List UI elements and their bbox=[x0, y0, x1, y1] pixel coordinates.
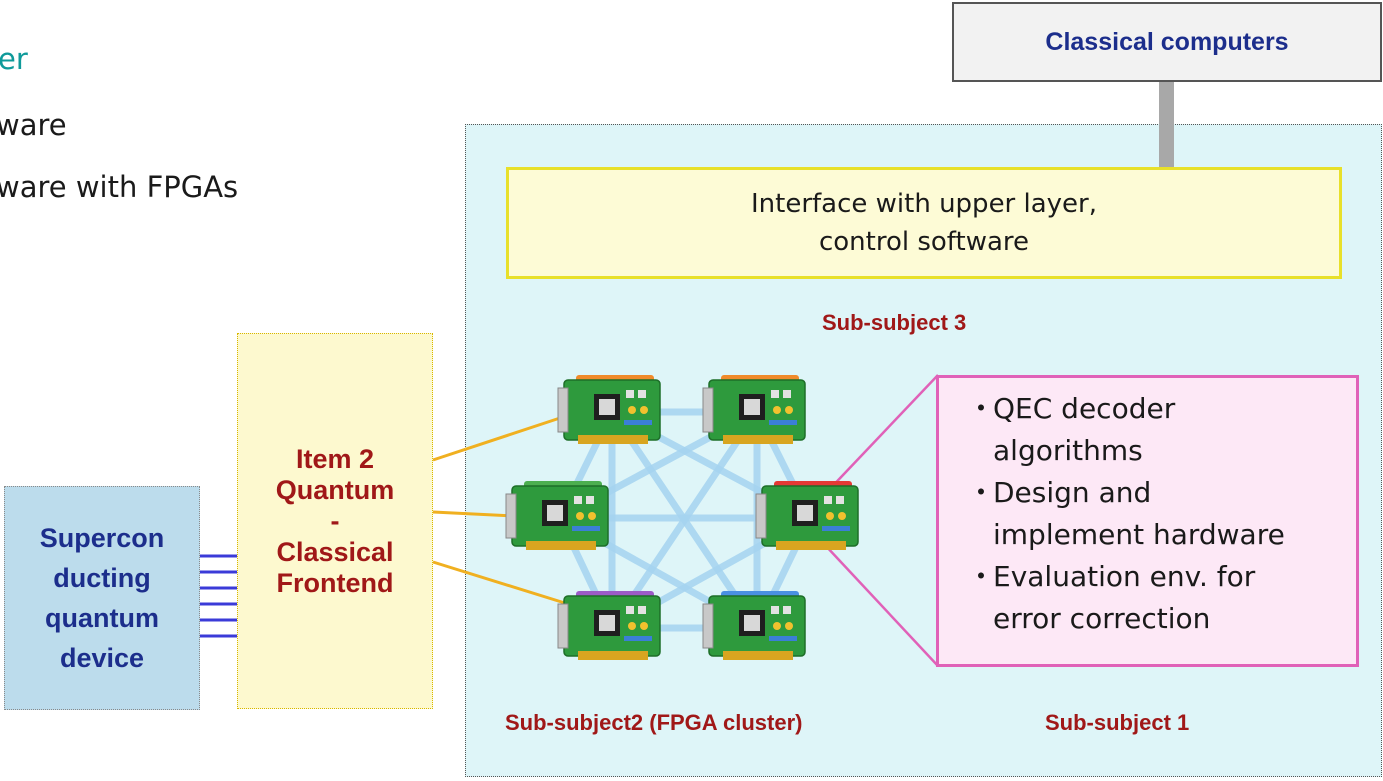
fpga-chip-die bbox=[744, 399, 760, 415]
fpga-chip-die bbox=[599, 399, 615, 415]
device-line: Supercon bbox=[39, 523, 165, 553]
fpga-component bbox=[574, 496, 582, 504]
fpga-connector bbox=[624, 420, 652, 425]
bullet-marker: ・ bbox=[967, 392, 996, 425]
fpga-capacitor bbox=[773, 622, 781, 630]
fpga-component bbox=[586, 496, 594, 504]
frontend-fpga-link bbox=[432, 510, 516, 518]
frontend-line: Classical bbox=[276, 536, 394, 567]
interface-line-2: control software bbox=[818, 227, 1030, 257]
fpga-capacitor bbox=[576, 512, 584, 520]
bullet-line: implement hardware bbox=[993, 518, 1285, 551]
fpga-component bbox=[626, 390, 634, 398]
quantum-classical-frontend-box: Item 2 Quantum - Classical Frontend bbox=[237, 333, 433, 709]
fpga-capacitor bbox=[628, 622, 636, 630]
fpga-connector bbox=[624, 636, 652, 641]
fpga-component bbox=[771, 390, 779, 398]
fpga-connector bbox=[572, 526, 600, 531]
fpga-capacitor bbox=[838, 512, 846, 520]
classical-computers-label: Classical computers bbox=[1045, 27, 1289, 56]
fpga-edge-connector bbox=[578, 651, 648, 660]
fpga-connector bbox=[769, 636, 797, 641]
classical-connector bbox=[1159, 82, 1174, 168]
bullet-line: error correction bbox=[993, 602, 1211, 635]
fpga-capacitor bbox=[785, 406, 793, 414]
fpga-connector bbox=[822, 526, 850, 531]
fpga-component bbox=[783, 390, 791, 398]
frontend-line: Item 2 bbox=[295, 443, 375, 474]
fpga-edge-connector bbox=[723, 651, 793, 660]
bullet-evaluation-env: ・Evaluation env. for error correction bbox=[967, 556, 1356, 640]
frontend-line: Frontend bbox=[276, 567, 394, 598]
fpga-chip-die bbox=[797, 505, 813, 521]
fpga-capacitor bbox=[826, 512, 834, 520]
sub-subject-2-label: Sub-subject2 (FPGA cluster) bbox=[505, 710, 803, 735]
intro-heading: er bbox=[0, 42, 28, 76]
fpga-port bbox=[557, 603, 569, 649]
callout-line bbox=[824, 374, 939, 495]
intro-line-fpgas: ware with FPGAs bbox=[0, 170, 239, 204]
fpga-component bbox=[771, 606, 779, 614]
fpga-chip-die bbox=[744, 615, 760, 631]
fpga-component bbox=[836, 496, 844, 504]
fpga-connector bbox=[769, 420, 797, 425]
frontend-fpga-link bbox=[432, 416, 561, 462]
bullet-design-hardware: ・Design and implement hardware bbox=[967, 472, 1356, 556]
sub-subject-1-box: ・QEC decoder algorithms ・Design and impl… bbox=[936, 375, 1359, 667]
device-frontend-wires bbox=[200, 554, 237, 638]
fpga-capacitor bbox=[785, 622, 793, 630]
interface-box: Interface with upper layer, control soft… bbox=[506, 167, 1342, 279]
frontend-fpga-link bbox=[432, 560, 569, 606]
fpga-chip-die bbox=[599, 615, 615, 631]
bullet-line: QEC decoder bbox=[993, 392, 1176, 425]
fpga-port bbox=[505, 493, 517, 539]
fpga-edge-connector bbox=[723, 435, 793, 444]
device-line: ducting bbox=[53, 563, 151, 593]
bullet-qec-decoder: ・QEC decoder algorithms bbox=[967, 388, 1356, 472]
sub-subject-1-label: Sub-subject 1 bbox=[1045, 710, 1190, 735]
bullet-marker: ・ bbox=[967, 560, 996, 593]
intro-line-software: ware bbox=[0, 108, 67, 142]
frontend-line: - bbox=[330, 505, 340, 536]
device-line: device bbox=[59, 643, 145, 673]
fpga-component bbox=[638, 390, 646, 398]
fpga-edge-connector bbox=[578, 435, 648, 444]
fpga-component bbox=[626, 606, 634, 614]
sub-subject-3-label: Sub-subject 3 bbox=[822, 310, 967, 335]
fpga-component bbox=[783, 606, 791, 614]
bullet-line: algorithms bbox=[993, 434, 1143, 467]
bullet-line: Design and bbox=[993, 476, 1152, 509]
fpga-chip-die bbox=[547, 505, 563, 521]
fpga-capacitor bbox=[628, 406, 636, 414]
fpga-port bbox=[557, 387, 569, 433]
fpga-edge-connector bbox=[526, 541, 596, 550]
device-line: quantum bbox=[45, 603, 159, 633]
classical-computers-box: Classical computers bbox=[952, 2, 1382, 82]
interface-line-1: Interface with upper layer, bbox=[750, 189, 1098, 219]
fpga-port bbox=[755, 493, 767, 539]
fpga-capacitor bbox=[588, 512, 596, 520]
bullet-line: Evaluation env. for bbox=[993, 560, 1256, 593]
fpga-capacitor bbox=[640, 622, 648, 630]
fpga-port bbox=[702, 387, 714, 433]
fpga-component bbox=[824, 496, 832, 504]
callout-line bbox=[824, 544, 939, 667]
frontend-line: Quantum bbox=[275, 474, 395, 505]
fpga-edge-connector bbox=[776, 541, 846, 550]
superconducting-quantum-device-box: Supercon ducting quantum device bbox=[4, 486, 200, 710]
fpga-capacitor bbox=[773, 406, 781, 414]
fpga-port bbox=[702, 603, 714, 649]
fpga-component bbox=[638, 606, 646, 614]
fpga-capacitor bbox=[640, 406, 648, 414]
bullet-marker: ・ bbox=[967, 476, 996, 509]
